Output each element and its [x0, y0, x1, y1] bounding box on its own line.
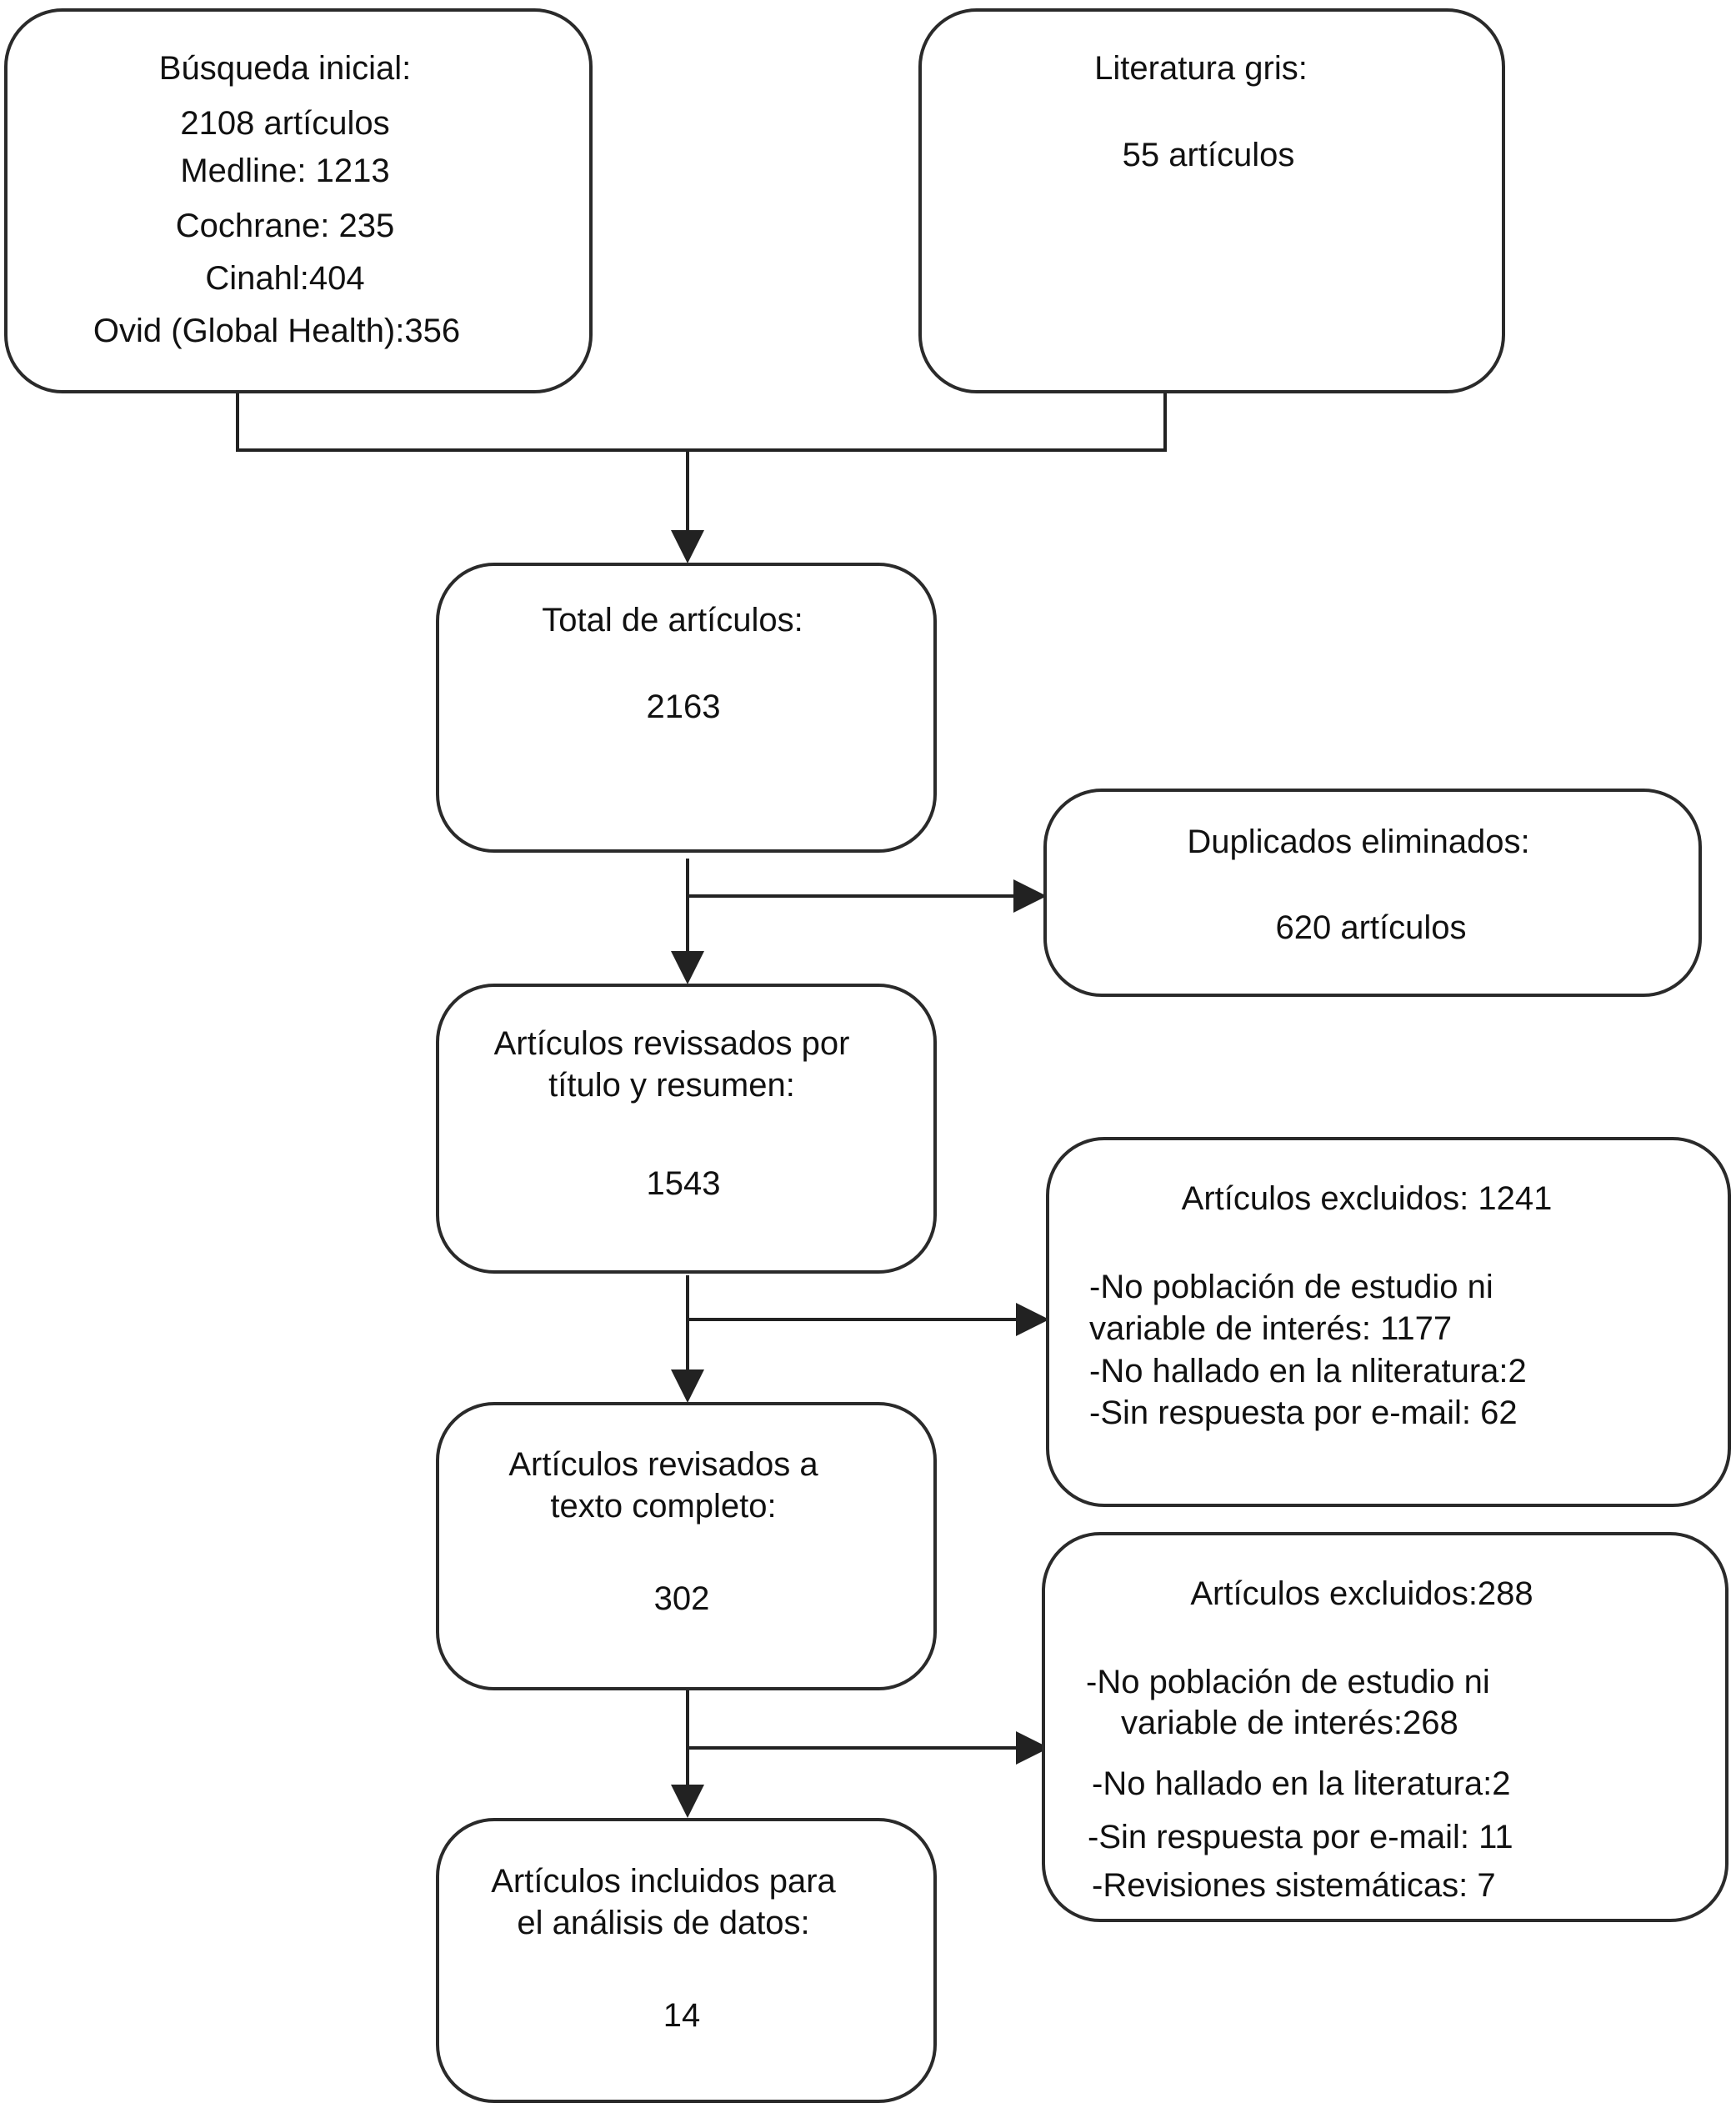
full-text-review-box [436, 1402, 937, 1690]
initial-search-title: Búsqueda inicial: [158, 50, 412, 87]
excluded-1-box [1046, 1137, 1731, 1507]
grey-literature-box [918, 8, 1505, 393]
full-text-review-line1: Artículos revisados a [508, 1446, 818, 1483]
full-text-review-line2: texto completo: [550, 1488, 777, 1525]
title-abstract-review-count: 1543 [646, 1165, 721, 1202]
duplicates-removed-box [1043, 789, 1702, 997]
excluded-1-title: Artículos excluidos: 1241 [1181, 1180, 1553, 1217]
total-articles-title: Total de artículos: [542, 602, 803, 638]
duplicates-removed-title: Duplicados eliminados: [1187, 824, 1530, 860]
initial-search-cinahl: Cinahl:404 [205, 260, 365, 297]
excluded-1-reason3: -Sin respuesta por e-mail: 62 [1089, 1394, 1518, 1431]
initial-search-medline: Medline: 1213 [180, 153, 390, 189]
initial-search-cochrane: Cochrane: 235 [175, 208, 395, 244]
excluded-2-box [1042, 1532, 1728, 1922]
initial-search-box [4, 8, 593, 393]
excluded-1-reason2: -No hallado en la nliteratura:2 [1089, 1353, 1527, 1389]
excluded-2-reason1-line2: variable de interés:268 [1121, 1705, 1458, 1741]
grey-literature-title: Literatura gris: [1094, 50, 1308, 87]
grey-literature-count: 55 artículos [1122, 137, 1295, 173]
title-abstract-review-line1: Artículos revissados por [493, 1025, 850, 1062]
duplicates-removed-count: 620 artículos [1275, 909, 1467, 946]
initial-search-total: 2108 artículos [180, 105, 390, 142]
excluded-2-reason1-line1: -No población de estudio ni [1086, 1664, 1490, 1700]
included-line2: el análisis de datos: [517, 1905, 810, 1941]
title-abstract-review-line2: título y resumen: [548, 1067, 795, 1104]
title-abstract-review-box [436, 984, 937, 1274]
excluded-2-reason2: -No hallado en la literatura:2 [1092, 1765, 1511, 1802]
excluded-2-reason3: -Sin respuesta por e-mail: 11 [1088, 1819, 1513, 1855]
initial-search-ovid: Ovid (Global Health):356 [93, 313, 461, 349]
included-box [436, 1818, 937, 2103]
full-text-review-count: 302 [653, 1580, 710, 1617]
included-count: 14 [663, 1997, 701, 2034]
excluded-1-reason1-line2: variable de interés: 1177 [1089, 1310, 1453, 1347]
merge-bracket [236, 393, 1167, 452]
excluded-1-reason1-line1: -No población de estudio ni [1089, 1269, 1493, 1305]
total-articles-count: 2163 [646, 688, 721, 725]
total-articles-box [436, 563, 937, 853]
excluded-2-title: Artículos excluidos:288 [1190, 1575, 1533, 1612]
included-line1: Artículos incluidos para [491, 1863, 836, 1900]
excluded-2-reason4: -Revisiones sistemáticas: 7 [1092, 1867, 1496, 1904]
